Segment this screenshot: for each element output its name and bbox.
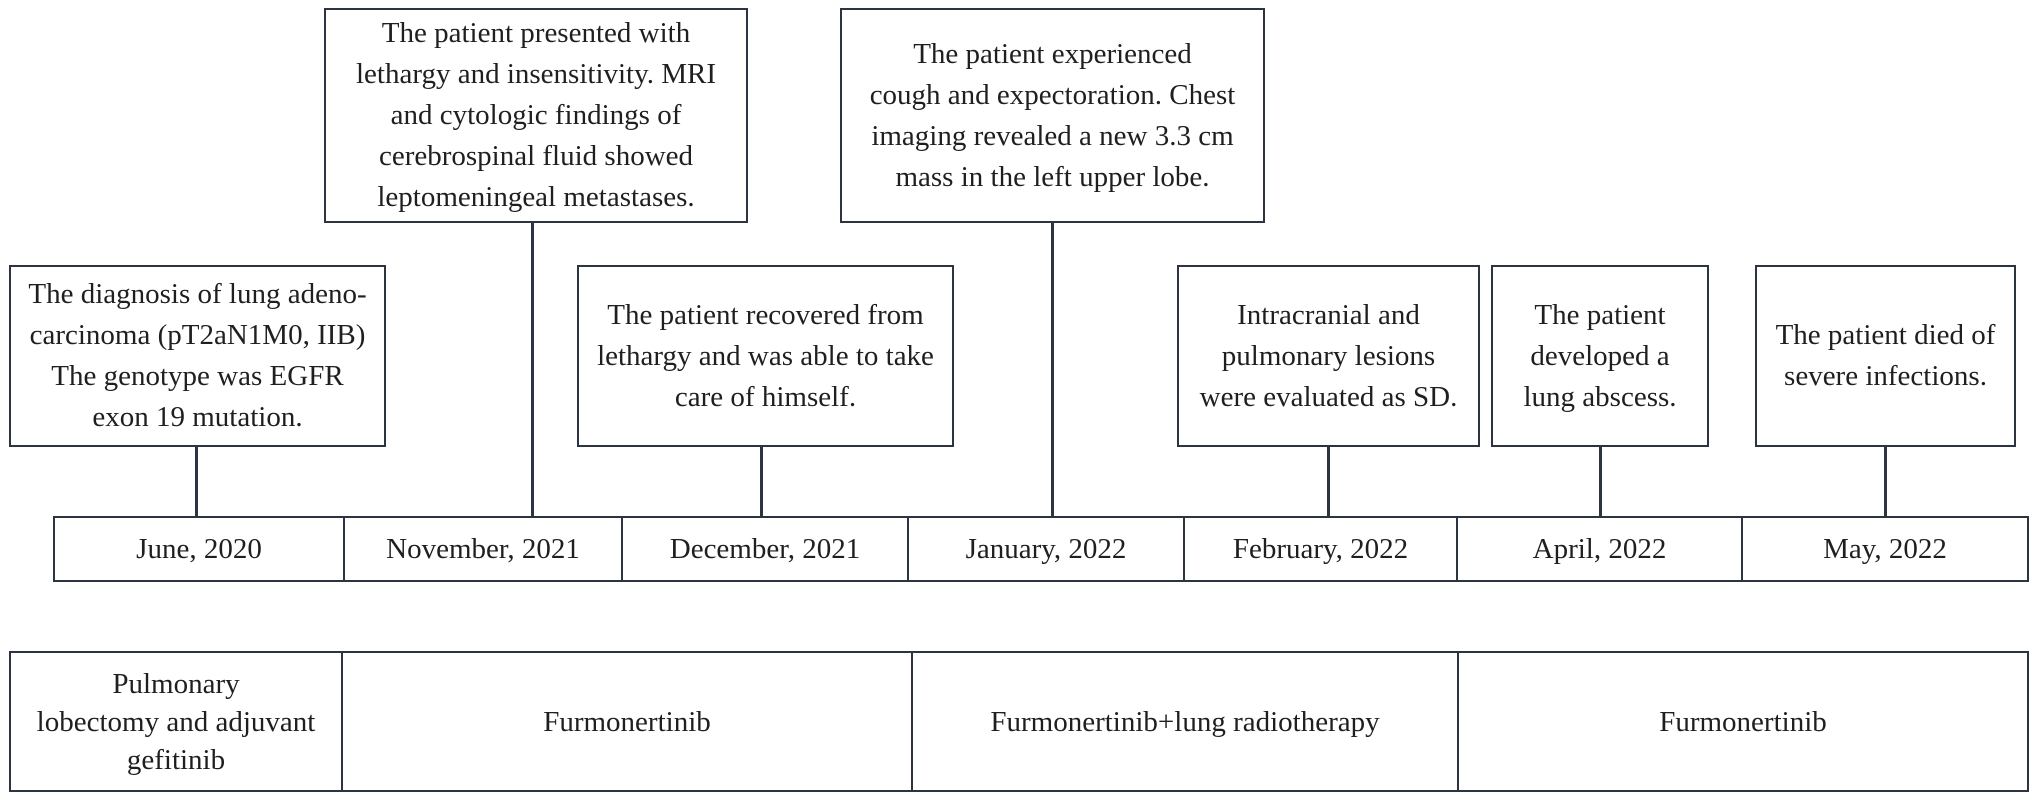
- event-text: The patient died of severe infections.: [1775, 319, 1996, 392]
- event-text: The diagnosis of lung adeno- carcinoma (…: [28, 278, 367, 433]
- connector-line: [1884, 446, 1887, 517]
- event-text: The patient recovered from lethargy and …: [597, 298, 934, 413]
- connector-line: [531, 222, 534, 517]
- connector-line: [760, 446, 763, 517]
- event-box-june-2020: The diagnosis of lung adeno- carcinoma (…: [9, 265, 386, 447]
- event-text: The patient developed a lung abscess.: [1523, 298, 1677, 413]
- connector-line: [1599, 446, 1602, 517]
- event-text: Intracranial and pulmonary lesions were …: [1199, 298, 1458, 413]
- treatment-cell: Furmonertinib+lung radiotherapy: [913, 653, 1459, 790]
- date-cell: December, 2021: [623, 518, 909, 580]
- event-box-may-2022: The patient died of severe infections.: [1755, 265, 2016, 447]
- event-box-january-2022: The patient experienced cough and expect…: [840, 8, 1265, 223]
- treatment-row: Pulmonary lobectomy and adjuvant gefitin…: [9, 651, 2029, 792]
- date-cell: May, 2022: [1823, 533, 1947, 565]
- event-text: The patient experienced cough and expect…: [869, 37, 1236, 193]
- treatment-cell: Pulmonary lobectomy and adjuvant gefitin…: [11, 653, 343, 790]
- event-text: The patient presented with lethargy and …: [355, 17, 717, 213]
- event-box-november-2021: The patient presented with lethargy and …: [324, 8, 748, 223]
- treatment-cell: Furmonertinib: [1659, 705, 1827, 738]
- date-cell: January, 2022: [909, 518, 1185, 580]
- date-cell: April, 2022: [1458, 518, 1743, 580]
- date-cell: November, 2021: [345, 518, 623, 580]
- connector-line: [1327, 446, 1330, 517]
- treatment-cell: Furmonertinib: [343, 653, 913, 790]
- connector-line: [195, 446, 198, 517]
- event-box-december-2021: The patient recovered from lethargy and …: [577, 265, 954, 447]
- timeline-date-row: June, 2020 November, 2021 December, 2021…: [53, 516, 2029, 582]
- date-cell: June, 2020: [55, 518, 345, 580]
- event-box-february-2022: Intracranial and pulmonary lesions were …: [1177, 265, 1480, 447]
- connector-line: [1051, 222, 1054, 517]
- event-box-april-2022: The patient developed a lung abscess.: [1491, 265, 1709, 447]
- date-cell: February, 2022: [1185, 518, 1458, 580]
